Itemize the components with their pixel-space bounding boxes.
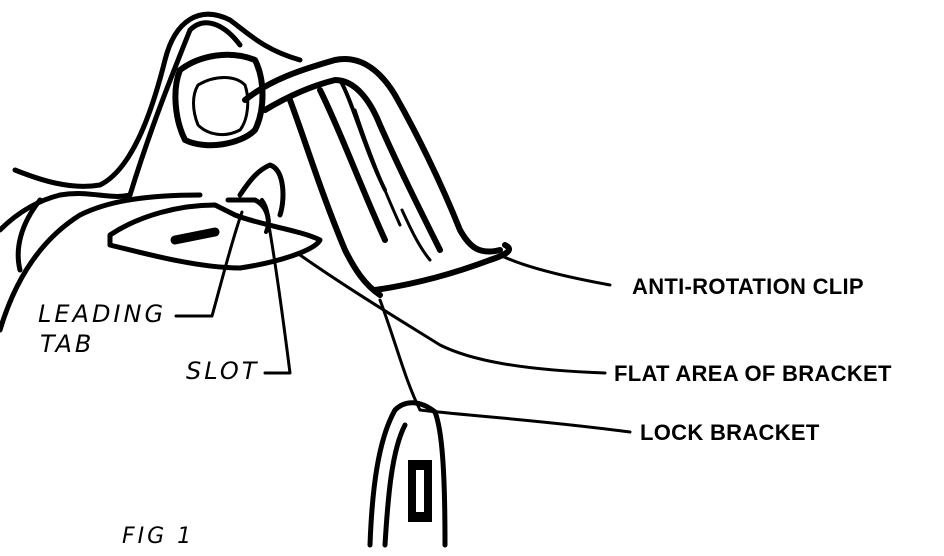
label-leading-tab-line1: LEADING: [38, 300, 167, 328]
leader-lines: [174, 210, 632, 434]
label-slot: SLOT: [186, 357, 260, 385]
label-anti-rotation-clip: ANTI-ROTATION CLIP: [632, 274, 864, 299]
anti-rotation-clip: [242, 56, 512, 298]
figure-caption: FIG 1: [122, 524, 195, 549]
label-flat-area-of-bracket: FLAT AREA OF BRACKET: [614, 361, 892, 386]
flat-plate: [107, 162, 323, 271]
lock-knob: [172, 51, 266, 149]
label-lock-bracket: LOCK BRACKET: [640, 420, 820, 445]
housing-body: [0, 11, 303, 333]
label-leading-tab-line2: TAB: [40, 330, 95, 358]
lock-bracket: [367, 400, 448, 548]
